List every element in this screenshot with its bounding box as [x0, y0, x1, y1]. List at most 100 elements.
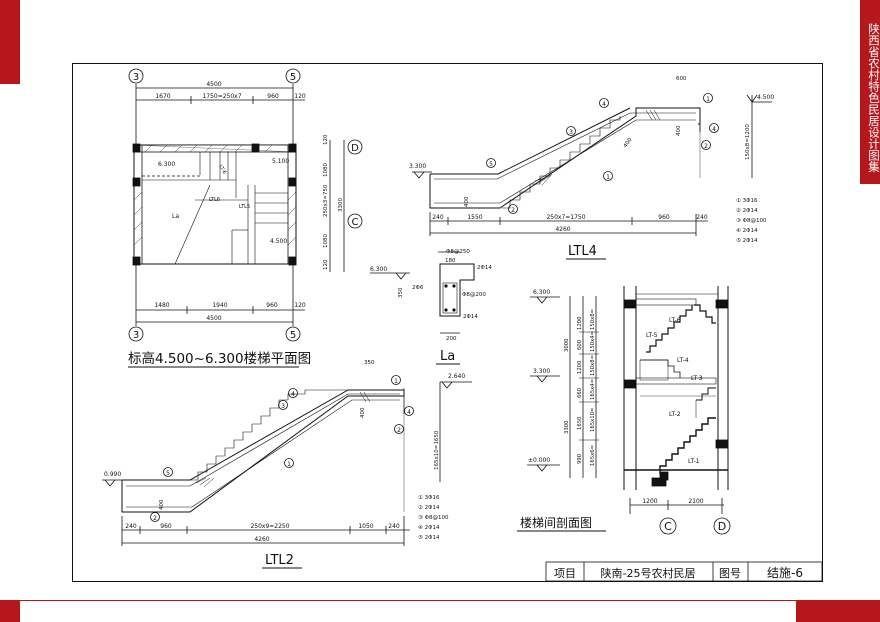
- plan-right-dim-3: 250x3=750: [323, 184, 329, 217]
- svg-text:1: 1: [394, 378, 398, 385]
- svg-text:① 3Φ16: ① 3Φ16: [418, 495, 440, 501]
- ltl4-total: 4260: [555, 226, 570, 233]
- plan-level-630: 6.300: [158, 161, 175, 168]
- section-dim-6: 990: [577, 453, 583, 464]
- plan-top-dim-3: 960: [267, 93, 279, 100]
- bottom-left-red-tab: [0, 600, 20, 622]
- plan-top-dim-2: 1750=250x7: [202, 93, 241, 100]
- section-lt3: LT-3: [691, 375, 703, 382]
- svg-text:③ Φ8@100: ③ Φ8@100: [736, 218, 767, 224]
- plan-top-total: 4500: [206, 81, 221, 88]
- axis-5-bottom: 5: [290, 330, 296, 341]
- ltl2-dim-5: 240: [388, 523, 400, 530]
- plan-ltl6: LTL6: [209, 197, 220, 203]
- svg-text:⑤ 2Φ14: ⑤ 2Φ14: [418, 535, 440, 541]
- ltl4-misc-400b: 400: [676, 125, 682, 136]
- plan-bottom-total: 4500: [206, 315, 221, 322]
- section-vert-1: 150x8=: [590, 309, 596, 330]
- svg-text:5: 5: [489, 161, 493, 168]
- axis-5-top: 5: [290, 72, 296, 83]
- section-lt4: LT-4: [677, 357, 689, 364]
- svg-text:① 3Φ16: ① 3Φ16: [736, 198, 758, 204]
- svg-text:1: 1: [706, 96, 710, 103]
- ltl4-vertical: 150x8=1200: [745, 124, 751, 160]
- plan-top-dim-4: 120: [294, 93, 306, 100]
- section-level-000: ±0.000: [528, 457, 550, 464]
- ltl4-dim-5: 240: [696, 214, 708, 221]
- section-lt5: LT-5: [646, 332, 658, 339]
- section-level-630: 6.300: [533, 289, 550, 296]
- ltl4-misc-600: 600: [676, 76, 687, 82]
- bottom-rule: [0, 600, 880, 601]
- stair-plan: 3 5 3 5 D C 4500 1670 1750=250x7 960 120: [128, 68, 363, 368]
- ltl2-dim-4: 1050: [358, 523, 373, 530]
- stair-section: 6.300 3.300 ±0.000 1200 600 1200 660 165…: [517, 286, 731, 535]
- ltl4-level-top: 4.500: [757, 94, 774, 101]
- ltl2-misc-400b: 400: [360, 407, 366, 418]
- ltl4-misc-400c: 400: [623, 137, 634, 149]
- la-label-1: Φ8@250: [446, 249, 470, 255]
- la-title: La: [440, 349, 455, 364]
- ltl2-title: LTL2: [265, 553, 294, 568]
- ltl2-vertical: 165x10=1650: [434, 430, 440, 470]
- la-label-8: 200: [446, 336, 457, 342]
- section-bottom-dim-1: 1200: [642, 498, 657, 505]
- ltl4-dim-2: 1550: [467, 214, 482, 221]
- ltl2-total: 4260: [254, 536, 269, 543]
- top-left-red-tab: [0, 0, 20, 84]
- svg-text:④ 2Φ14: ④ 2Φ14: [736, 228, 758, 234]
- plan-level-510: 5.100: [272, 158, 289, 165]
- section-lt1: LT-1: [688, 458, 700, 465]
- la-label-3: 2Φ6: [412, 285, 424, 291]
- plan-top-dim-1: 1670: [155, 93, 170, 100]
- ltl2-misc-350: 350: [364, 360, 375, 366]
- la-detail: 6.300 Φ8@250 2Φ14 2Φ6 Φ8@200 2Φ14 350 18…: [370, 249, 492, 365]
- svg-text:2: 2: [511, 207, 515, 214]
- ltl4-beam: 4.500 150x8=1200 3.300 5 2 3 4 1 1 4 2 6…: [409, 76, 774, 260]
- axis-d: D: [351, 143, 359, 154]
- la-label-6: 350: [398, 287, 404, 298]
- section-lt6: LT-6: [669, 317, 681, 324]
- section-total-1: 3000: [564, 338, 570, 352]
- svg-text:4: 4: [407, 409, 411, 416]
- section-lt2: LT-2: [669, 411, 681, 418]
- axis-bubble-c: [347, 213, 363, 229]
- la-label-2: 2Φ14: [477, 265, 492, 271]
- ltl2-misc-400a: 400: [159, 499, 165, 510]
- section-title: 楼梯间剖面图: [520, 515, 592, 530]
- ltl2-beam: 2.640 165x10=1650 0.990 5 2 3 4 1 1 4 2 …: [102, 360, 472, 569]
- svg-text:5: 5: [166, 470, 170, 477]
- la-label-4: Φ8@200: [462, 292, 486, 298]
- drawing-frame: [72, 63, 823, 582]
- axis-bubble-d: [347, 139, 363, 155]
- section-vert-6: 165x6=: [590, 445, 596, 466]
- plan-ltl5: LTL5: [239, 204, 250, 210]
- plan-la: La: [172, 213, 179, 220]
- svg-text:3: 3: [569, 129, 573, 136]
- ltl4-dim-3: 250x7=1750: [546, 214, 585, 221]
- svg-text:4: 4: [712, 126, 716, 133]
- axis-bubble-5-bottom: [285, 326, 301, 342]
- section-dim-4: 660: [577, 387, 583, 398]
- svg-text:④ 2Φ14: ④ 2Φ14: [418, 525, 440, 531]
- plan-lt6: LT-6: [217, 164, 227, 175]
- plan-right-dim-5: 120: [323, 259, 329, 270]
- section-total-2: 3300: [564, 420, 570, 434]
- plan-bottom-dim-4: 120: [294, 302, 306, 309]
- section-level-330: 3.300: [533, 368, 550, 375]
- svg-text:2: 2: [704, 143, 708, 150]
- section-dim-1: 1200: [577, 316, 583, 330]
- axis-3-bottom: 3: [133, 330, 139, 341]
- plan-right-dim-1: 120: [323, 134, 329, 145]
- section-vert-4: 165x4=: [590, 379, 596, 400]
- ltl2-level-bottom: 0.990: [104, 471, 121, 478]
- axis-bubble-3-top: [128, 68, 144, 84]
- title-block-drawing-label: 图号: [719, 567, 741, 580]
- section-vert-2: 150x4=: [590, 331, 596, 352]
- plan-title: 标高4.500~6.300楼梯平面图: [128, 350, 311, 367]
- svg-text:2: 2: [153, 515, 157, 522]
- axis-bubble-3-bottom: [128, 326, 144, 342]
- plan-level-450: 4.500: [270, 238, 287, 245]
- la-level: 6.300: [370, 266, 387, 273]
- svg-text:② 2Φ14: ② 2Φ14: [736, 207, 758, 214]
